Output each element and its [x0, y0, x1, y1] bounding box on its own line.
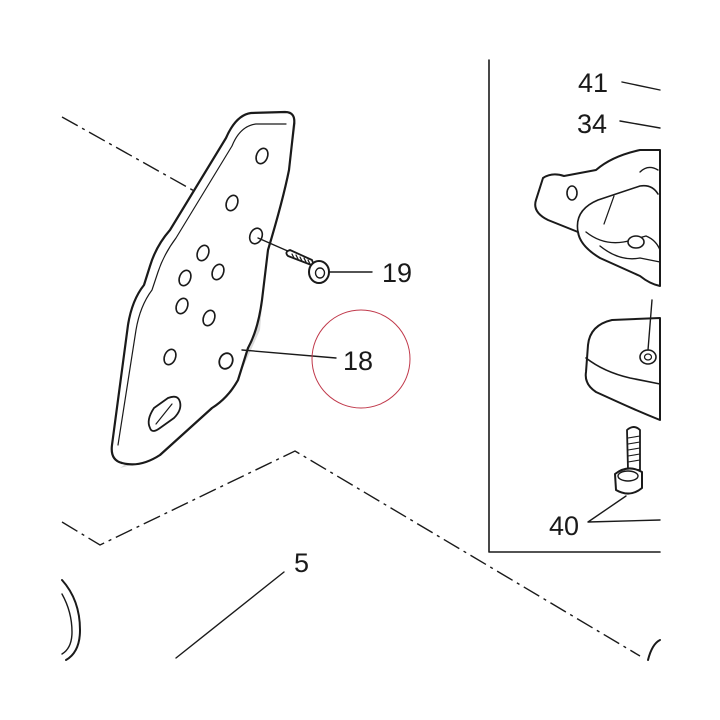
bolt-40 — [614, 426, 643, 495]
callout-41: 41 — [578, 68, 608, 98]
callout-5: 5 — [294, 548, 309, 578]
callout-40: 40 — [549, 511, 579, 541]
assembly-centerlines — [61, 116, 641, 657]
callout-19: 19 — [382, 258, 412, 288]
leader-lines — [175, 81, 661, 659]
callout-34: 34 — [577, 109, 607, 139]
partial-part-bottom-right — [647, 639, 661, 661]
plate-holes — [147, 147, 269, 432]
rear-assembly — [534, 149, 661, 287]
partial-part-bottom-left — [61, 579, 81, 661]
step-plate — [110, 110, 296, 468]
bolt-19 — [257, 237, 330, 284]
mounting-block — [584, 299, 661, 421]
callout-18: 18 — [343, 346, 373, 376]
detail-frame — [488, 59, 661, 553]
highlight-circle — [311, 309, 411, 409]
